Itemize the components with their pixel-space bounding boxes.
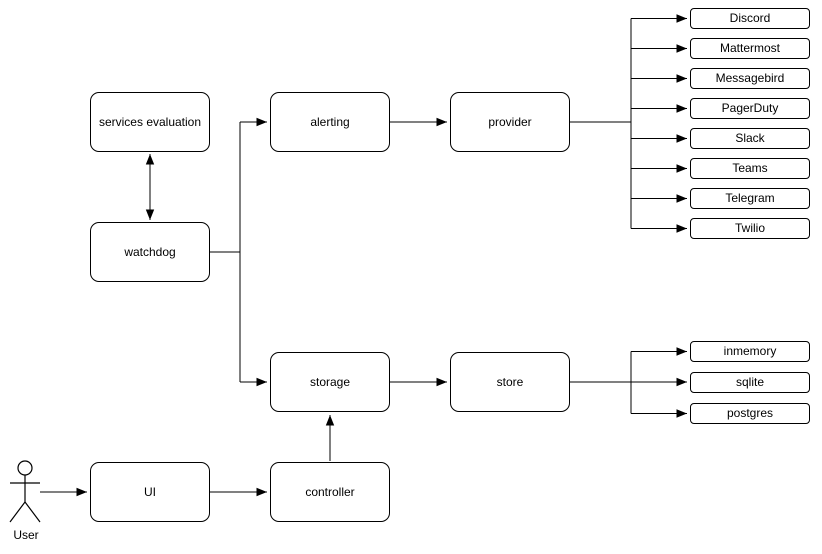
node-provider-teams: Teams: [690, 158, 810, 179]
node-provider-discord: Discord: [690, 8, 810, 29]
node-provider-pagerduty: PagerDuty: [690, 98, 810, 119]
node-store-sqlite: sqlite: [690, 372, 810, 393]
node-watchdog: watchdog: [90, 222, 210, 282]
node-store-postgres: postgres: [690, 403, 810, 424]
node-provider-slack: Slack: [690, 128, 810, 149]
node-store: store: [450, 352, 570, 412]
node-provider-messagebird: Messagebird: [690, 68, 810, 89]
node-services-evaluation: services evaluation: [90, 92, 210, 152]
node-provider: provider: [450, 92, 570, 152]
node-ui: UI: [90, 462, 210, 522]
actor-label: User: [13, 528, 39, 542]
node-provider-twilio: Twilio: [690, 218, 810, 239]
user-actor-icon: [9, 460, 41, 523]
node-store-inmemory: inmemory: [690, 341, 810, 362]
node-provider-mattermost: Mattermost: [690, 38, 810, 59]
node-storage: storage: [270, 352, 390, 412]
node-controller: controller: [270, 462, 390, 522]
node-alerting: alerting: [270, 92, 390, 152]
node-provider-telegram: Telegram: [690, 188, 810, 209]
